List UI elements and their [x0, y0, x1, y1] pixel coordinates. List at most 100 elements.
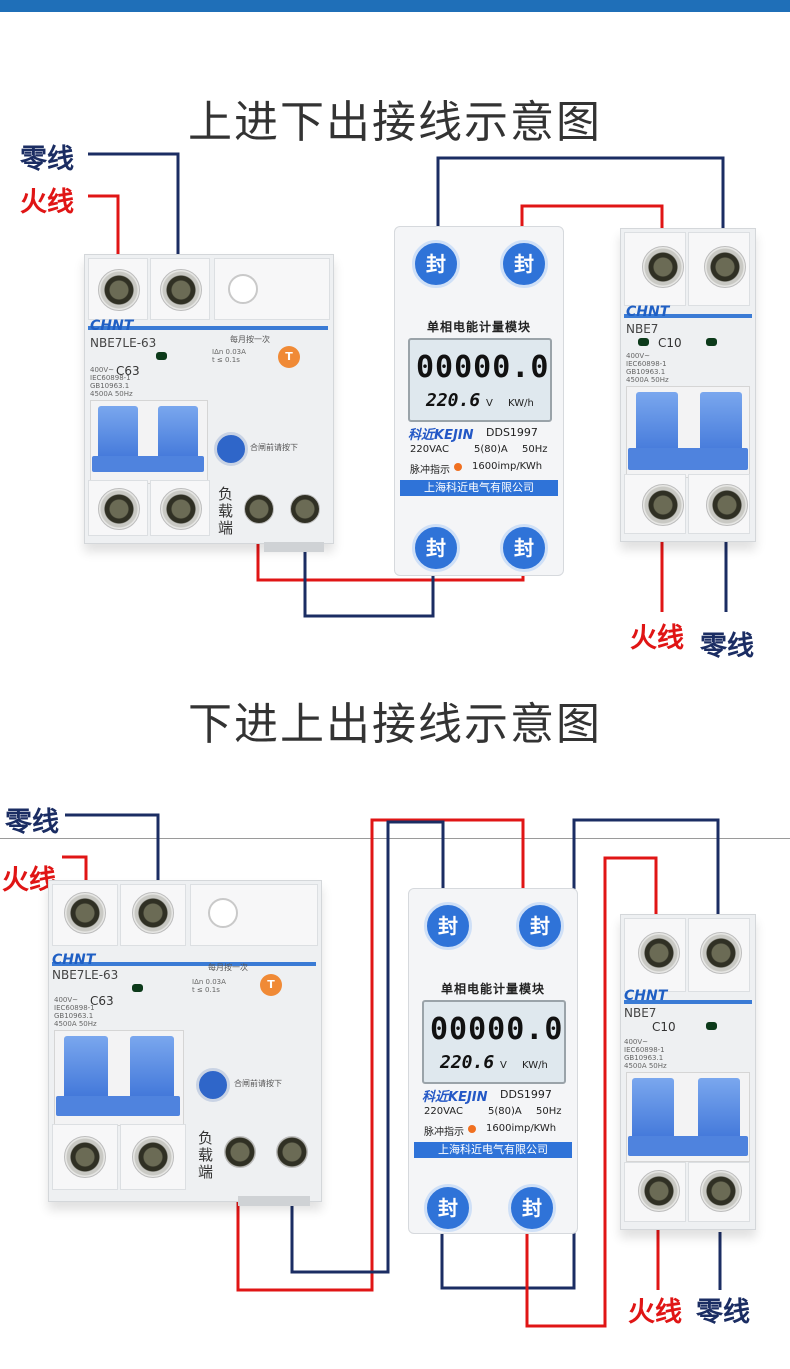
leak-spec: IΔn 0.03A t ≤ 0.1s	[212, 348, 246, 364]
neutral-input-wire	[88, 152, 180, 265]
rcbo-breaker: CHNT NBE7LE-63 C63 400V~ IEC60898-1 GB10…	[84, 254, 334, 554]
voltage-reading: 220.6	[440, 1052, 495, 1073]
rcbo-breaker: CHNT NBE7LE-63 C63 400V~ IEC60898-1 GB10…	[48, 880, 324, 1210]
status-led-icon	[706, 1022, 717, 1030]
meter-model: DDS1997	[500, 1088, 552, 1101]
terminal-screw-icon[interactable]	[642, 484, 684, 526]
pulse-led-icon	[454, 463, 462, 471]
neutral-label: 零线	[5, 807, 59, 838]
energy-meter: 封 封 单相电能计量模块 00000.0 220.6 V KW/h 科近KEJI…	[408, 888, 584, 1242]
reset-button[interactable]	[196, 1068, 230, 1102]
voltage-reading: 220.6	[426, 390, 481, 411]
rcbo-rating: C63	[116, 364, 140, 378]
reset-note: 合闸前请按下	[234, 1079, 282, 1088]
rcbo-rating: C63	[90, 994, 114, 1008]
pulse-led-icon	[468, 1125, 476, 1133]
terminal-screw-icon[interactable]	[132, 1136, 174, 1178]
status-led-icon	[706, 338, 717, 346]
terminal-screw-icon[interactable]	[700, 932, 742, 974]
breaker-lever[interactable]	[632, 1078, 674, 1144]
terminal-screw-icon[interactable]	[160, 488, 202, 530]
maker-footer: 上海科近电气有限公司	[400, 480, 558, 496]
rcbo-brand: CHNT	[52, 952, 96, 968]
energy-meter: 封 封 单相电能计量模块 00000.0 220.6 V KW/h 科近KEJI…	[394, 226, 570, 580]
mcb-breaker: CHNT NBE7 C10 400V~ IEC60898-1 GB10963.1…	[620, 914, 760, 1234]
breaker-lever[interactable]	[64, 1036, 108, 1102]
voltage-unit: V	[486, 398, 493, 409]
breaker-lever[interactable]	[158, 406, 198, 464]
terminal-screw-icon[interactable]	[160, 269, 202, 311]
mcb-model: NBE7	[626, 322, 659, 336]
load-screw-icon[interactable]	[276, 1136, 308, 1168]
seal-icon: 封	[424, 1184, 472, 1232]
seal-icon: 封	[508, 1184, 556, 1232]
status-led-icon	[638, 338, 649, 346]
load-terminal-label: 负载端	[198, 1129, 214, 1181]
pulse-rate: 1600imp/KWh	[472, 461, 543, 472]
maker-footer: 上海科近电气有限公司	[414, 1142, 572, 1158]
section-divider	[0, 838, 790, 839]
seal-icon: 封	[424, 902, 472, 950]
load-screw-icon[interactable]	[290, 494, 320, 524]
rcbo-model: NBE7LE-63	[52, 968, 119, 982]
indicator-hole-icon	[228, 274, 258, 304]
mcb-rating: C10	[652, 1020, 676, 1034]
status-led-icon	[132, 984, 143, 992]
live-input-wire	[88, 194, 120, 268]
terminal-screw-icon[interactable]	[638, 1170, 680, 1212]
spec-frequency: 50Hz	[536, 1106, 562, 1117]
rcbo-spec: 400V~ IEC60898-1 GB10963.1 4500A 50Hz	[54, 996, 97, 1028]
terminal-screw-icon[interactable]	[706, 484, 748, 526]
reset-button[interactable]	[214, 432, 248, 466]
mcb-rating: C10	[658, 336, 682, 350]
test-button[interactable]: T	[278, 346, 300, 368]
mcb-model: NBE7	[624, 1006, 657, 1020]
seal-icon: 封	[412, 524, 460, 572]
terminal-screw-icon[interactable]	[642, 246, 684, 288]
live-label: 火线	[2, 865, 56, 896]
load-screw-icon[interactable]	[224, 1136, 256, 1168]
test-note: 每月按一次	[208, 963, 248, 972]
output-neutral-label: 零线	[700, 631, 754, 662]
terminal-screw-icon[interactable]	[638, 932, 680, 974]
pulse-label: 脉冲指示	[410, 465, 450, 476]
diagram-title-top-in: 上进下出接线示意图	[188, 97, 602, 148]
breaker-lever[interactable]	[698, 1078, 740, 1144]
seal-icon: 封	[500, 240, 548, 288]
reset-note: 合闸前请按下	[250, 443, 298, 452]
mcb-brand: CHNT	[624, 988, 668, 1004]
terminal-screw-icon[interactable]	[64, 892, 106, 934]
neutral-load-wire	[290, 820, 445, 1274]
meter-brand: 科近KEJIN	[422, 1090, 488, 1105]
terminal-screw-icon[interactable]	[64, 1136, 106, 1178]
meter-title: 单相电能计量模块	[426, 320, 531, 334]
test-note: 每月按一次	[230, 335, 270, 344]
rcbo-model: NBE7LE-63	[90, 336, 157, 350]
meter-model: DDS1997	[486, 426, 538, 439]
terminal-screw-icon[interactable]	[700, 1170, 742, 1212]
neutral-output-wire	[436, 156, 725, 263]
pulse-label: 脉冲指示	[424, 1127, 464, 1138]
output-neutral-label: 零线	[696, 1297, 750, 1328]
breaker-lever[interactable]	[98, 406, 138, 464]
seal-icon: 封	[412, 240, 460, 288]
breaker-lever[interactable]	[130, 1036, 174, 1102]
spec-voltage: 220VAC	[410, 444, 449, 455]
load-screw-icon[interactable]	[244, 494, 274, 524]
rcbo-spec: 400V~ IEC60898-1 GB10963.1 4500A 50Hz	[90, 366, 133, 398]
load-terminal-label: 负载端	[218, 485, 234, 537]
terminal-screw-icon[interactable]	[98, 488, 140, 530]
neutral-input-wire	[65, 813, 160, 900]
test-button[interactable]: T	[260, 974, 282, 996]
terminal-screw-icon[interactable]	[132, 892, 174, 934]
diagram-title-bottom-in: 下进上出接线示意图	[188, 699, 602, 750]
lcd-display: 00000.0 220.6 V KW/h	[422, 1000, 566, 1084]
output-live-label: 火线	[630, 623, 684, 654]
voltage-unit: V	[500, 1060, 507, 1071]
terminal-screw-icon[interactable]	[98, 269, 140, 311]
energy-unit: KW/h	[522, 1060, 548, 1071]
seal-icon: 封	[500, 524, 548, 572]
meter-brand: 科近KEJIN	[408, 428, 474, 443]
spec-frequency: 50Hz	[522, 444, 548, 455]
terminal-screw-icon[interactable]	[704, 246, 746, 288]
